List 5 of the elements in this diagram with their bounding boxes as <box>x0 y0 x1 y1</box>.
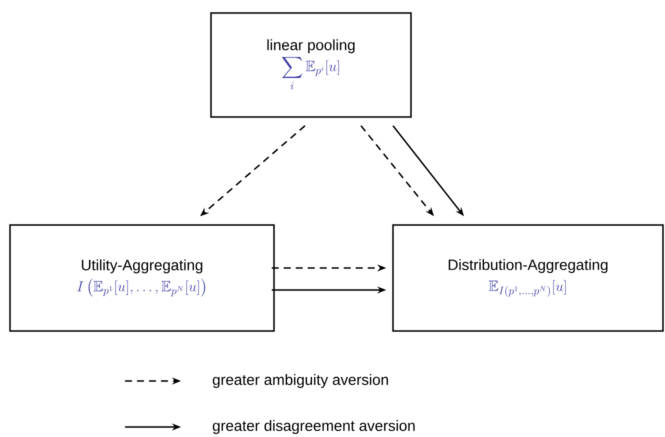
legend-text: greater disagreement aversion <box>212 420 415 434</box>
process-box: linear pooling $\sum_i \mathbb{E}_{p^i}[u]$ <box>210 12 412 118</box>
process-box: Utility-Aggregating $I\left(\mathbb{E}_{p^1}[u], \dots, \mathbb{E}_{p^N}[u]\right)$ <box>9 224 275 332</box>
process-box: Distribution-Aggregating $\mathbb{E}_{I(p^1,\dots,p^N)}[u]$ <box>392 224 664 332</box>
legend-text: greater ambiguity aversion <box>212 374 388 388</box>
